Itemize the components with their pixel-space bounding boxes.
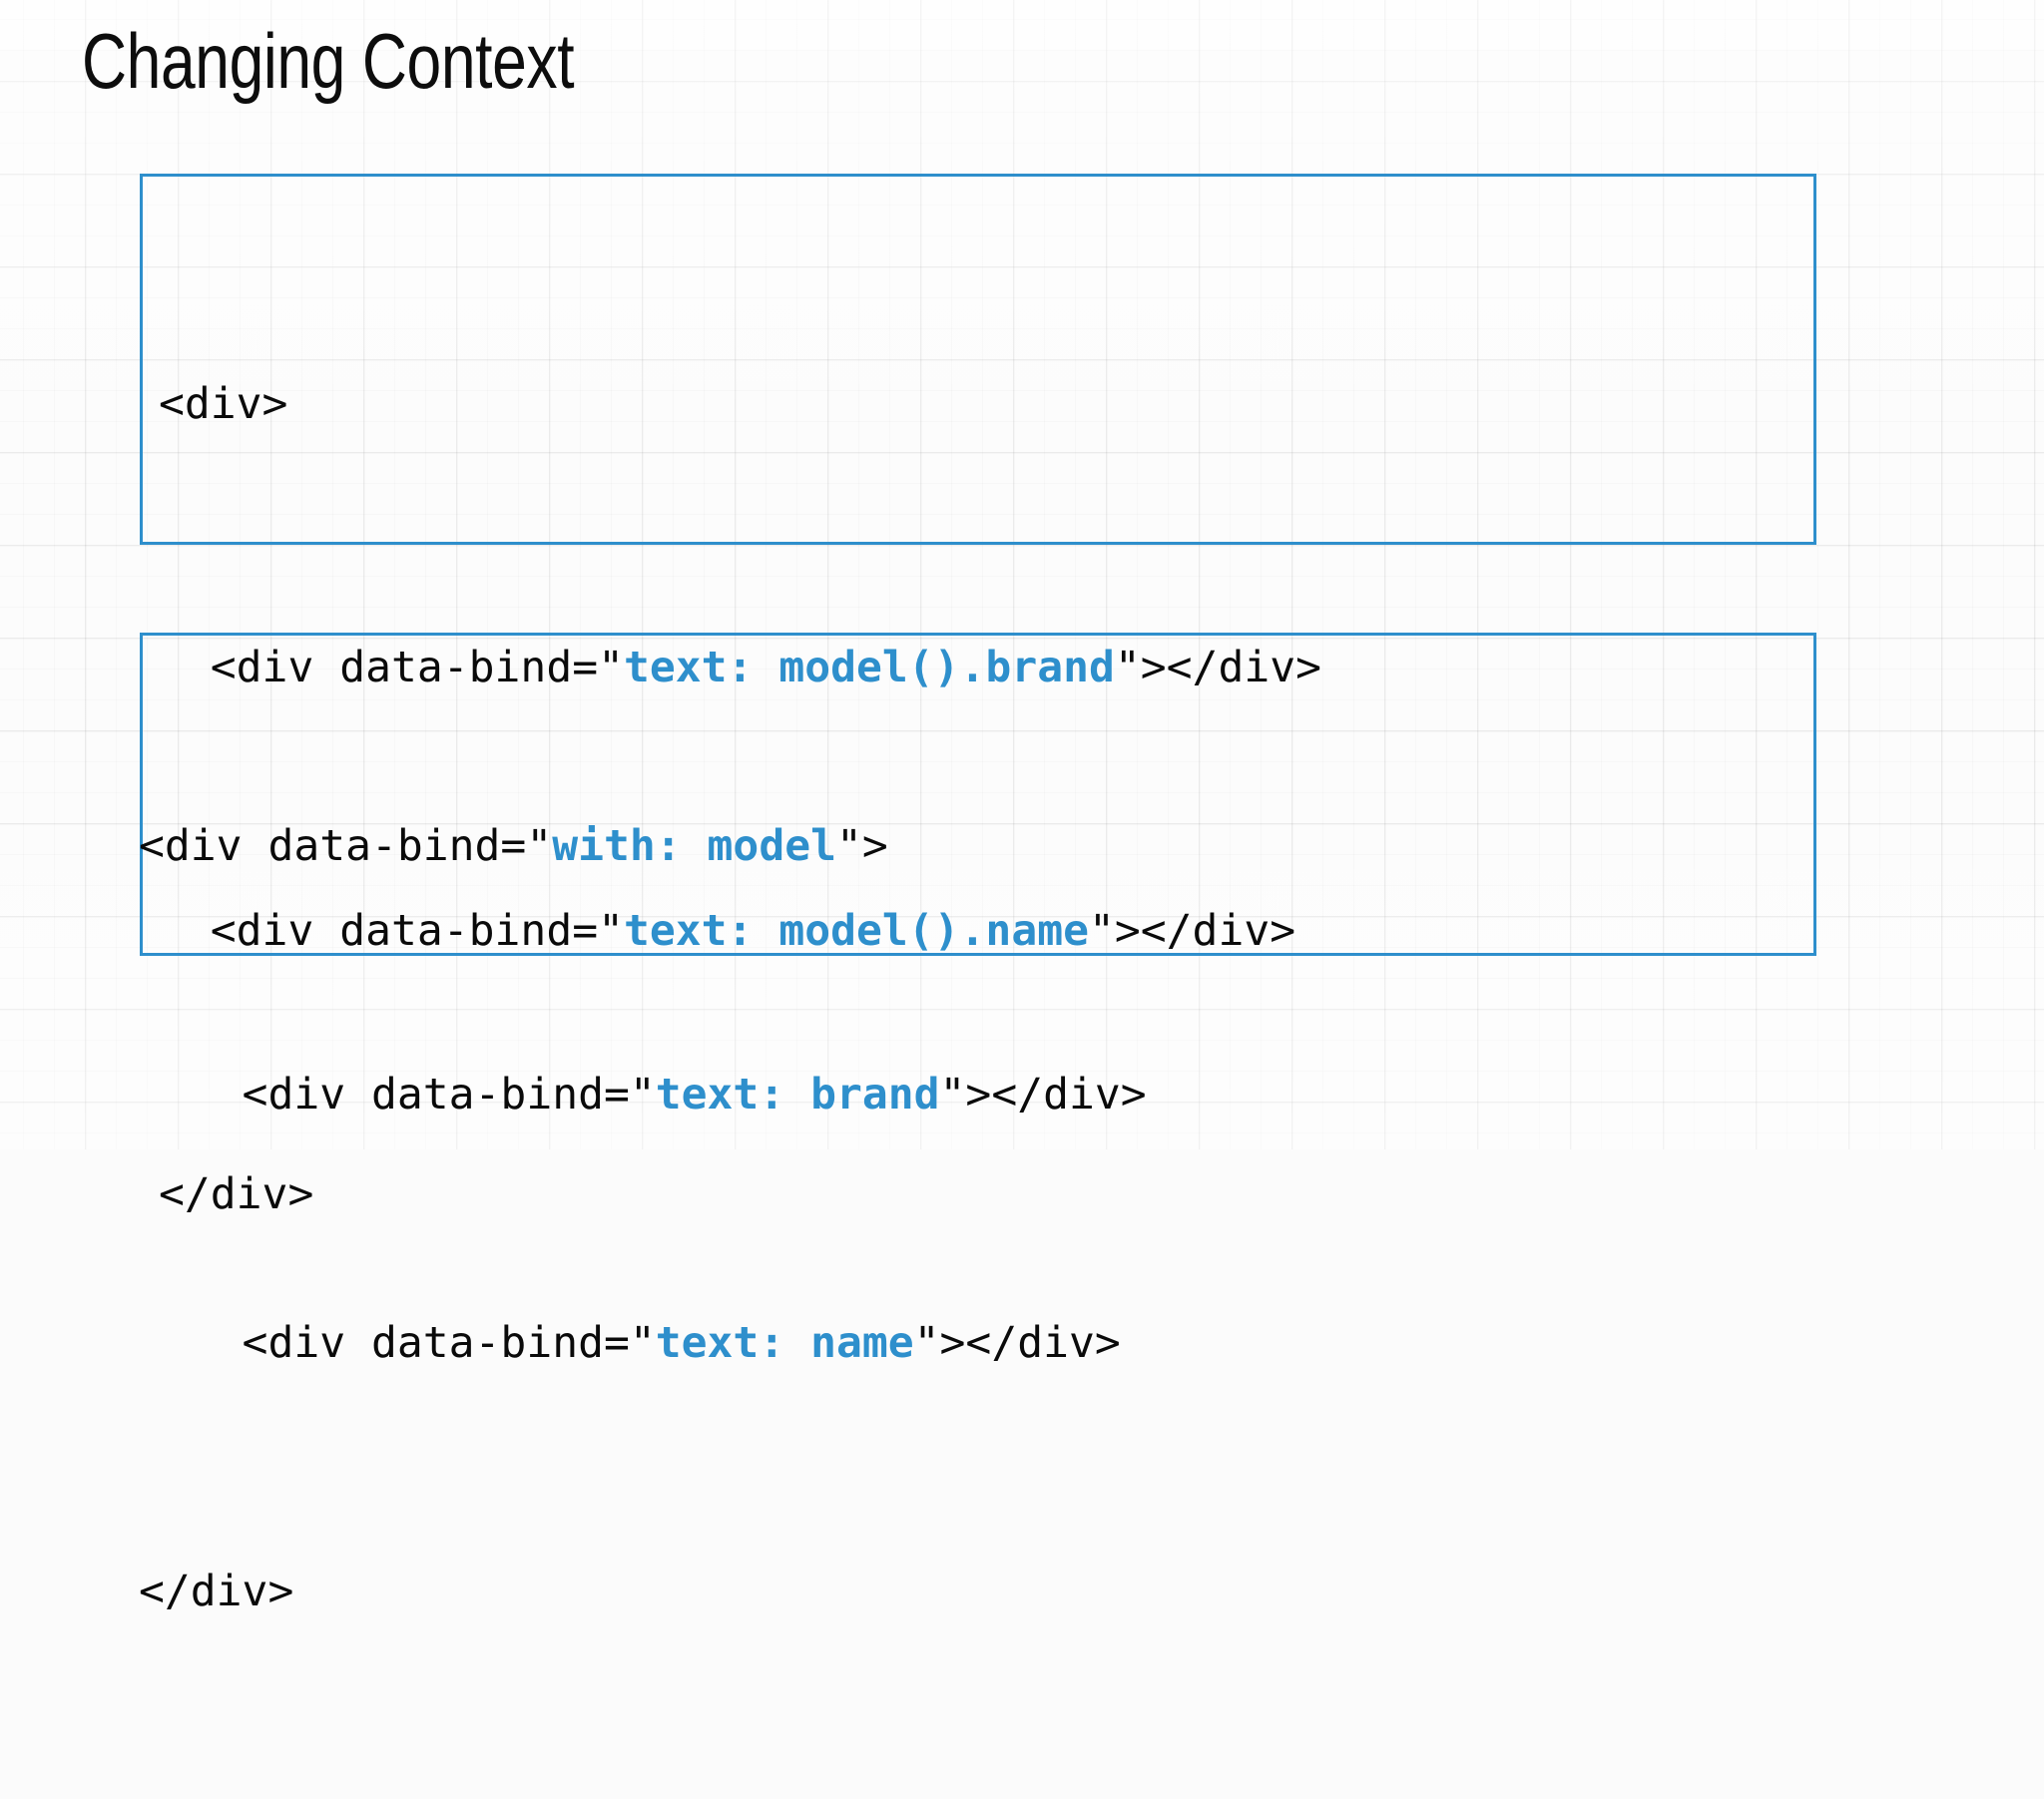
code-token-plain: <div data-bind=" bbox=[139, 1318, 656, 1368]
code-token-binding: text: name bbox=[655, 1318, 914, 1368]
code-line: <div data-bind="with: model"> bbox=[139, 805, 1147, 888]
code-line: <div> bbox=[159, 360, 1321, 448]
code-token-binding: with: model bbox=[552, 821, 836, 871]
code-token-plain: <div data-bind=" bbox=[139, 1070, 656, 1120]
code-token-plain: <div data-bind=" bbox=[159, 906, 624, 956]
code-token-binding: text: model().brand bbox=[624, 643, 1115, 692]
code-line: </div> bbox=[139, 1551, 1147, 1633]
code-snippet-model-accessor: <div> <div data-bind="text: model().bran… bbox=[159, 185, 1321, 1414]
code-box-with-with-binding: <div data-bind="with: model"> <div data-… bbox=[139, 633, 1816, 1616]
page-title: Changing Context bbox=[82, 17, 575, 105]
code-token-binding: text: model().name bbox=[624, 906, 1089, 956]
code-token-plain: <div data-bind=" bbox=[139, 821, 553, 871]
code-token-plain: "> bbox=[836, 821, 888, 871]
code-token-plain: "></div> bbox=[1089, 906, 1296, 956]
code-token-plain: "></div> bbox=[1114, 643, 1321, 692]
code-line: <div data-bind="text: brand"></div> bbox=[139, 1054, 1147, 1136]
code-line: <div data-bind="text: name"></div> bbox=[139, 1302, 1147, 1385]
code-token-binding: text: brand bbox=[655, 1070, 940, 1120]
code-token-plain: "></div> bbox=[939, 1070, 1147, 1120]
code-token-plain: <div> bbox=[159, 379, 288, 429]
code-line: <div data-bind="text: model().name"></di… bbox=[159, 887, 1321, 975]
code-line: <div data-bind="text: model().brand"></d… bbox=[159, 624, 1321, 711]
code-token-plain: </div> bbox=[139, 1567, 294, 1616]
code-token-plain: "></div> bbox=[913, 1318, 1121, 1368]
code-token-plain: <div data-bind=" bbox=[159, 643, 624, 692]
slide-canvas: Changing Context <div> <div data-bind="t… bbox=[82, 17, 1816, 1616]
code-box-without-with-binding: <div> <div data-bind="text: model().bran… bbox=[140, 174, 1816, 1219]
code-snippet-with-binding: <div data-bind="with: model"> <div data-… bbox=[139, 640, 1147, 1799]
